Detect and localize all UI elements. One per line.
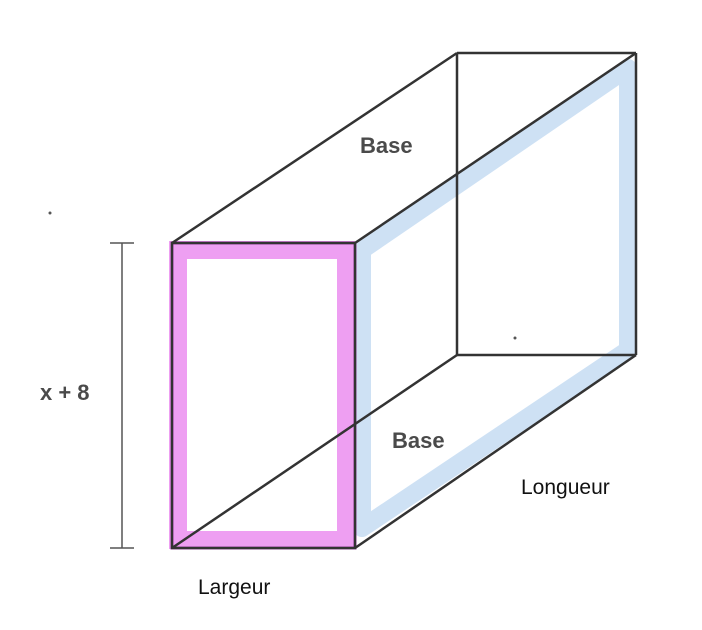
width-label: Largeur	[198, 576, 271, 599]
width-face-outline	[170, 241, 357, 550]
width-face-highlight	[169, 241, 355, 549]
height-label: x + 8	[40, 380, 90, 405]
prism-edges	[170, 51, 638, 550]
height-dimension-line	[110, 242, 134, 549]
base-top-label: Base	[360, 133, 413, 158]
length-label: Longueur	[521, 476, 610, 499]
base-bottom-label: Base	[392, 428, 445, 453]
length-face-highlight	[353, 59, 637, 537]
